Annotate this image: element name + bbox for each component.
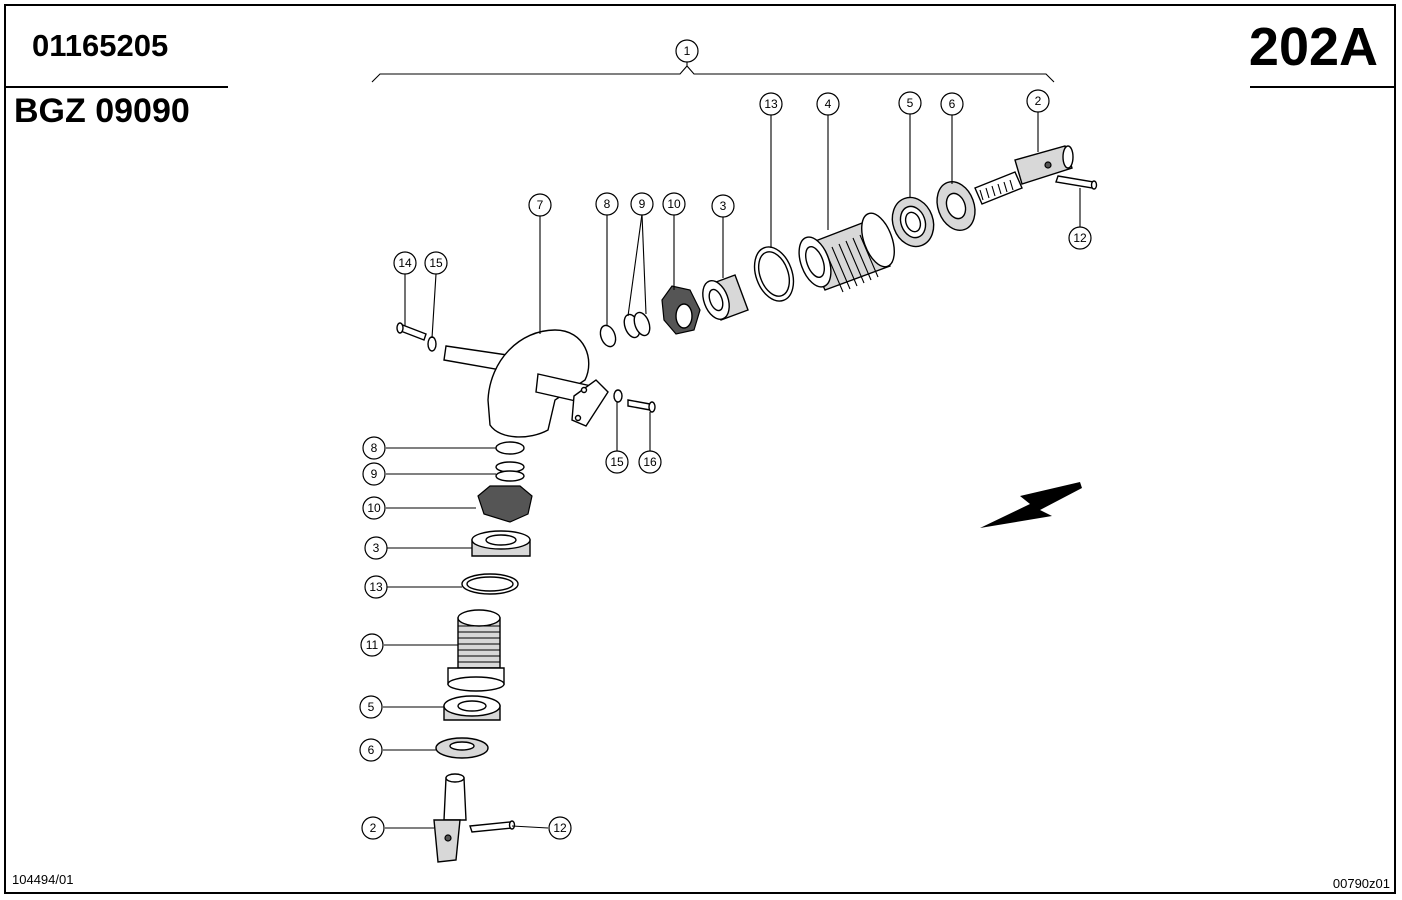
svg-text:13: 13 <box>764 97 778 111</box>
housing-part-11 <box>447 609 505 692</box>
callout-3-lower: 3 <box>364 536 388 560</box>
screw-part-14 <box>396 322 427 341</box>
callout-16: 16 <box>638 450 662 474</box>
washer-part-15-right <box>613 389 623 403</box>
svg-text:10: 10 <box>667 197 681 211</box>
assembly-brace <box>371 65 1055 83</box>
svg-text:3: 3 <box>720 199 727 213</box>
callout-11: 11 <box>360 633 384 657</box>
svg-text:4: 4 <box>825 97 832 111</box>
callout-15-left: 15 <box>424 251 448 275</box>
model-code: BGZ 09090 <box>14 92 190 130</box>
page-id: 202A <box>1248 17 1378 77</box>
callout-1: 1 <box>675 39 699 63</box>
bearing-part-3-lower <box>471 530 531 557</box>
callout-14: 14 <box>393 251 417 275</box>
callout-10-upper: 10 <box>662 192 686 216</box>
svg-text:1: 1 <box>684 44 691 58</box>
svg-text:14: 14 <box>398 256 412 270</box>
svg-text:11: 11 <box>366 638 379 652</box>
shaft-part-2-upper <box>974 145 1074 205</box>
svg-text:5: 5 <box>368 700 375 714</box>
bevel-gear-part-10-lower <box>477 485 533 523</box>
pin-part-12-upper <box>1055 175 1098 190</box>
svg-text:16: 16 <box>643 455 657 469</box>
bearing-part-5-upper <box>891 196 935 248</box>
header-rule-right <box>1250 86 1396 88</box>
callout-2-lower: 2 <box>361 816 385 840</box>
svg-text:5: 5 <box>907 96 914 110</box>
callout-6-lower: 6 <box>359 738 383 762</box>
svg-text:8: 8 <box>371 441 378 455</box>
svg-text:15: 15 <box>429 256 443 270</box>
header-rule-left <box>6 86 228 88</box>
svg-text:9: 9 <box>639 197 646 211</box>
svg-text:2: 2 <box>370 821 377 835</box>
svg-text:8: 8 <box>604 197 611 211</box>
svg-text:6: 6 <box>368 743 375 757</box>
svg-text:3: 3 <box>373 541 380 555</box>
circlip-part-8-upper <box>599 324 617 348</box>
shim-part-9-upper <box>623 311 651 339</box>
direction-arrow <box>980 482 1082 528</box>
ring-part-13-lower <box>461 573 519 595</box>
svg-text:2: 2 <box>1035 94 1042 108</box>
callout-10-lower: 10 <box>362 496 386 520</box>
callout-9-upper: 9 <box>630 192 654 216</box>
bevel-gear-part-10-upper <box>661 285 701 335</box>
callout-13-lower: 13 <box>364 575 388 599</box>
callout-7: 7 <box>528 193 552 217</box>
drawing-number: 104494/01 <box>12 872 74 887</box>
svg-text:10: 10 <box>367 501 381 515</box>
part-number: 01165205 <box>32 28 169 63</box>
callout-12-lower: 12 <box>548 816 572 840</box>
callout-15-right: 15 <box>605 450 629 474</box>
svg-text:7: 7 <box>537 198 544 212</box>
seal-part-6-upper <box>936 181 976 231</box>
washer-part-15-left <box>427 336 437 352</box>
shim-part-9-lower <box>495 461 525 482</box>
ring-part-13-upper <box>753 246 795 302</box>
callout-8-upper: 8 <box>595 192 619 216</box>
drawing-frame <box>4 4 1396 894</box>
svg-text:12: 12 <box>1073 231 1087 245</box>
leader-lines <box>383 111 1081 829</box>
screw-part-16 <box>627 399 656 413</box>
angle-housing-part-7 <box>443 329 609 438</box>
callout-5-upper: 5 <box>898 91 922 115</box>
housing-part-4 <box>798 212 895 293</box>
callout-3-upper: 3 <box>711 194 735 218</box>
svg-text:9: 9 <box>371 467 378 481</box>
callout-12-upper: 12 <box>1068 226 1092 250</box>
callout-4: 4 <box>816 92 840 116</box>
svg-text:6: 6 <box>949 97 956 111</box>
callout-2-upper: 2 <box>1026 89 1050 113</box>
callout-9-lower: 9 <box>362 462 386 486</box>
bearing-part-5-lower <box>443 695 501 721</box>
callout-5-lower: 5 <box>359 695 383 719</box>
shaft-part-2-lower <box>433 773 467 863</box>
callout-13-upper: 13 <box>759 92 783 116</box>
callout-8-lower: 8 <box>362 436 386 460</box>
bearing-part-3-upper <box>702 274 749 321</box>
sheet-code: 00790z01 <box>1332 876 1390 891</box>
pin-part-12-lower <box>469 820 516 833</box>
seal-part-6-lower <box>435 737 489 759</box>
callout-6-upper: 6 <box>940 92 964 116</box>
svg-text:12: 12 <box>553 821 567 835</box>
svg-text:13: 13 <box>369 580 383 594</box>
svg-text:15: 15 <box>610 455 624 469</box>
circlip-part-8-lower <box>495 441 525 455</box>
